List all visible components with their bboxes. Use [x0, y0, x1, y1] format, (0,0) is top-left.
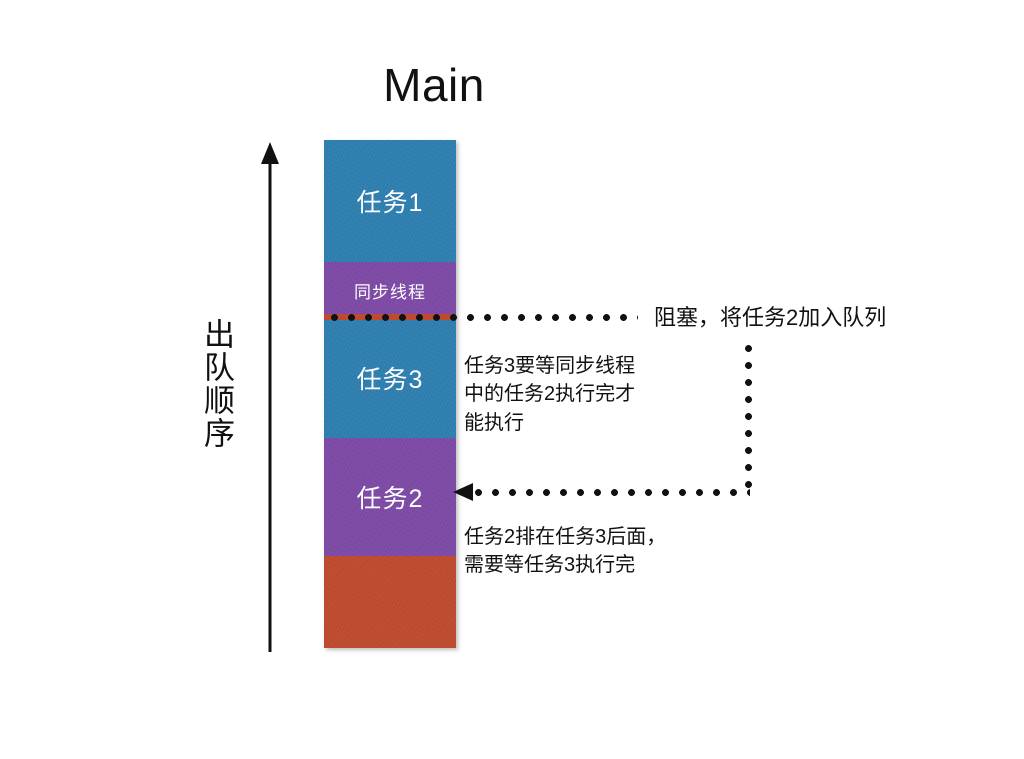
- stack-block-tail: [324, 556, 456, 648]
- return-path-vertical: [745, 340, 752, 492]
- task2-annotation: 任务2排在任务3后面， 需要等任务3执行完: [464, 526, 667, 577]
- texture-overlay: [324, 556, 456, 648]
- stack-block-task1: 任务1: [324, 140, 456, 262]
- stack-block-label: 任务1: [356, 189, 424, 217]
- return-path-horizontal: [470, 489, 750, 496]
- axis-label: 出队顺序: [199, 318, 234, 450]
- task3-annotation: 任务3要等同步线程 中的任务2执行完才 能执行: [464, 355, 636, 434]
- blocking-annotation: 阻塞，将任务2加入队列: [654, 305, 887, 330]
- stack-block-task3: 任务3: [324, 318, 456, 438]
- stack-block-sync-thread: 同步线程: [324, 262, 456, 318]
- stack-block-task2: 任务2: [324, 438, 456, 556]
- stack-block-label: 任务3: [356, 366, 424, 394]
- up-arrow-icon: [258, 142, 282, 652]
- page-title: Main: [383, 59, 485, 111]
- blocking-dotted-line: [326, 314, 638, 321]
- task-stack-column: 任务1 同步线程 任务3 任务2: [324, 140, 456, 648]
- stack-block-label: 同步线程: [354, 282, 426, 302]
- left-arrowhead-icon: [452, 481, 474, 503]
- stack-block-label: 任务2: [356, 485, 424, 513]
